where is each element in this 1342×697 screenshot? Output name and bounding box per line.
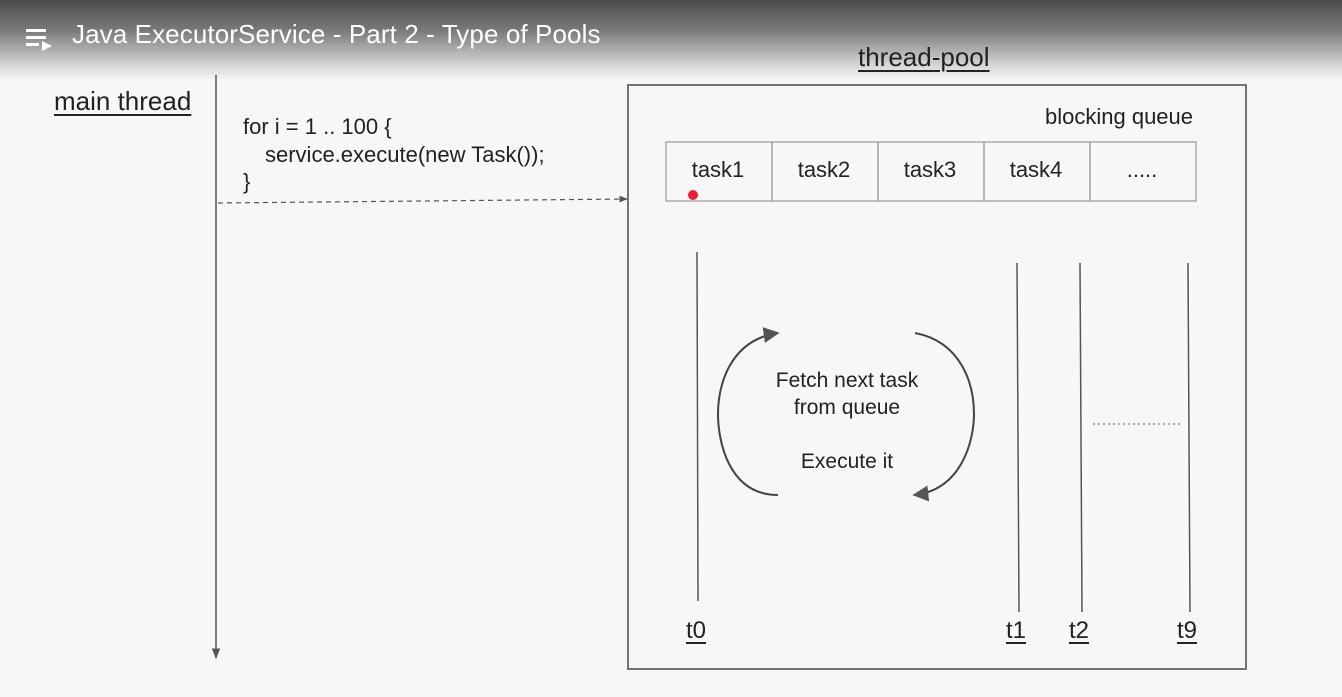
code-line: service.execute(new Task()); [265, 142, 545, 167]
submit-arrow [217, 195, 628, 204]
thread-pool-label: thread-pool [858, 42, 990, 72]
thread-pool-box [627, 84, 1247, 670]
queue-cell-label: task3 [903, 157, 957, 182]
blocking-queue-label: blocking queue [1045, 104, 1194, 129]
thread-label-t0: t0 [686, 617, 707, 644]
thread-label-t9: t9 [1177, 617, 1198, 644]
video-top-bar: Java ExecutorService - Part 2 - Type of … [0, 0, 1342, 80]
code-line: } [243, 169, 251, 194]
loop-text-line: Execute it [800, 450, 894, 473]
thread-label-t2: t2 [1069, 617, 1090, 644]
queue-cell-label: ..... [1126, 157, 1158, 182]
code-line: for i = 1 .. 100 { [243, 114, 392, 139]
thread-line-t2 [1079, 262, 1083, 613]
loop-arrow-left [716, 327, 780, 496]
thread-line-t1 [1016, 262, 1020, 613]
loop-text-line: from queue [793, 396, 901, 419]
queue-cell-label: task1 [691, 157, 745, 182]
loop-arrow-right [912, 332, 976, 502]
queue-cell-label: task4 [1009, 157, 1063, 182]
blocking-queue [665, 141, 1197, 202]
thread-line-t0 [696, 251, 699, 602]
loop-text-line: Fetch next task [775, 369, 919, 392]
main-thread-label: main thread [54, 86, 192, 116]
playlist-icon[interactable] [24, 26, 54, 52]
queue-cell [1089, 141, 1197, 202]
thread-line-t9 [1187, 262, 1191, 613]
pointer-dot [688, 190, 698, 200]
thread-label-t1: t1 [1006, 617, 1027, 644]
queue-cell-label: task2 [797, 157, 851, 182]
video-title[interactable]: Java ExecutorService - Part 2 - Type of … [72, 19, 601, 49]
